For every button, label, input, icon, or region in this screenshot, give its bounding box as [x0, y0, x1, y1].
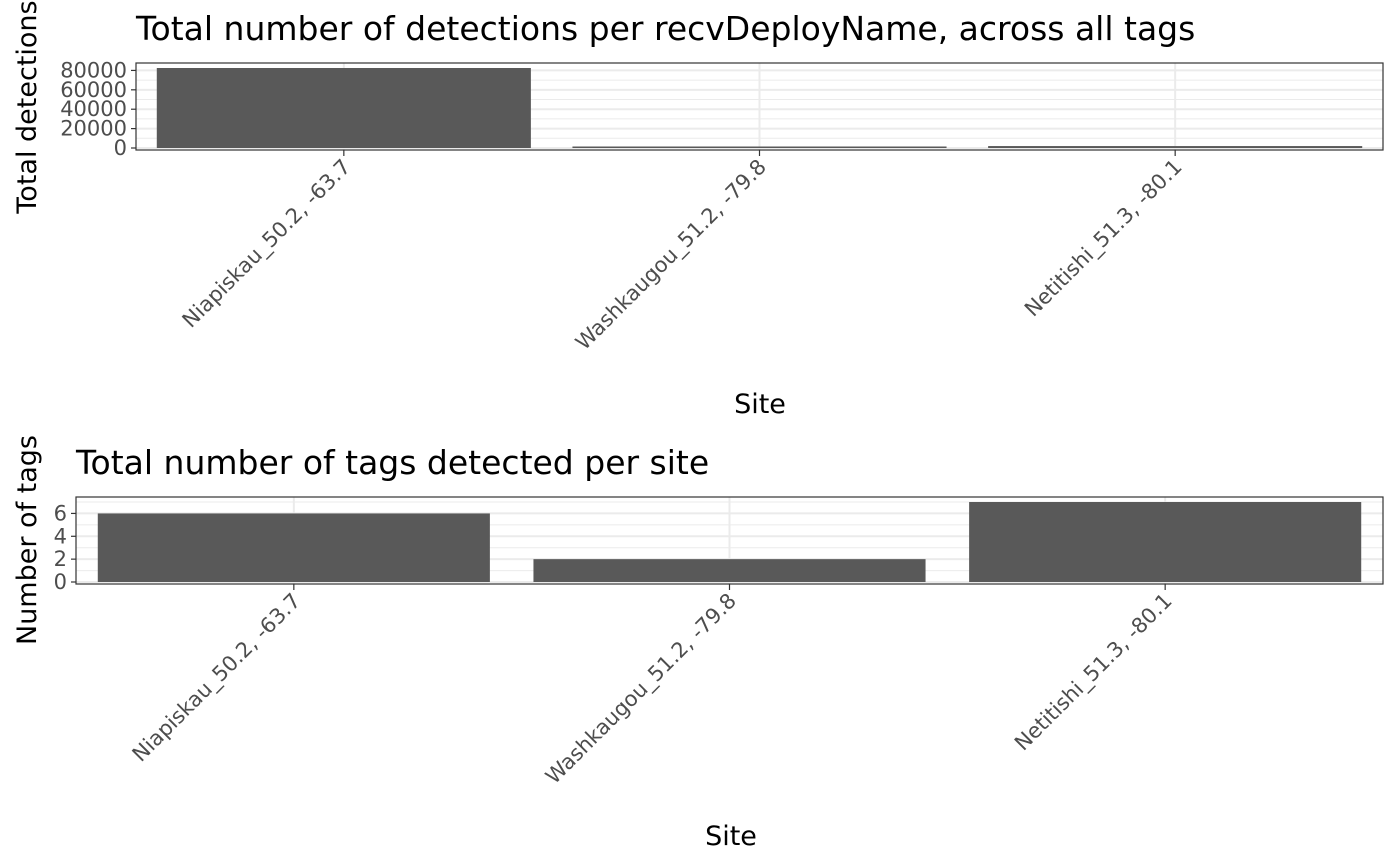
detections-chart-title: Total number of detections per recvDeplo…	[135, 9, 1195, 48]
detections-x-axis-title: Site	[734, 389, 786, 420]
detections-y-tick-label: 0	[114, 136, 127, 160]
detections-chart: Total number of detections per recvDeplo…	[12, 0, 1384, 420]
detections-y-axis-title: Total detections	[12, 0, 43, 214]
detections-bar	[988, 146, 1363, 148]
detections-x-tick-label: Netitishi_51.3, -80.1	[1020, 155, 1187, 322]
tags-x-tick-label: Washkaugou_51.2, -79.8	[541, 589, 742, 790]
tags-bar	[533, 559, 926, 582]
tags-y-tick-label: 6	[54, 501, 67, 525]
tags-y-axis-title: Number of tags	[12, 435, 43, 645]
detections-bar	[572, 146, 947, 148]
tags-bar	[97, 513, 490, 582]
tags-y-tick-label: 2	[54, 547, 67, 571]
detections-x-tick-label: Niapiskau_50.2, -63.7	[178, 155, 357, 334]
tags-y-tick-label: 4	[54, 524, 67, 548]
detections-y-tick-label: 40000	[60, 97, 127, 121]
tags-bar	[969, 502, 1362, 582]
detections-x-tick-label: Washkaugou_51.2, -79.8	[571, 155, 772, 356]
tags-x-axis-title: Site	[705, 821, 757, 852]
tags-chart: Total number of tags detected per site N…	[12, 435, 1384, 852]
tags-chart-title: Total number of tags detected per site	[75, 443, 709, 482]
detections-bar	[156, 68, 531, 148]
tags-x-tick-label: Niapiskau_50.2, -63.7	[128, 589, 307, 768]
tags-y-tick-label: 0	[54, 570, 67, 594]
detections-y-tick-label: 60000	[60, 78, 127, 102]
detections-y-tick-label: 20000	[60, 117, 127, 141]
detections-y-tick-label: 80000	[60, 58, 127, 82]
tags-x-tick-label: Netitishi_51.3, -80.1	[1010, 589, 1177, 756]
